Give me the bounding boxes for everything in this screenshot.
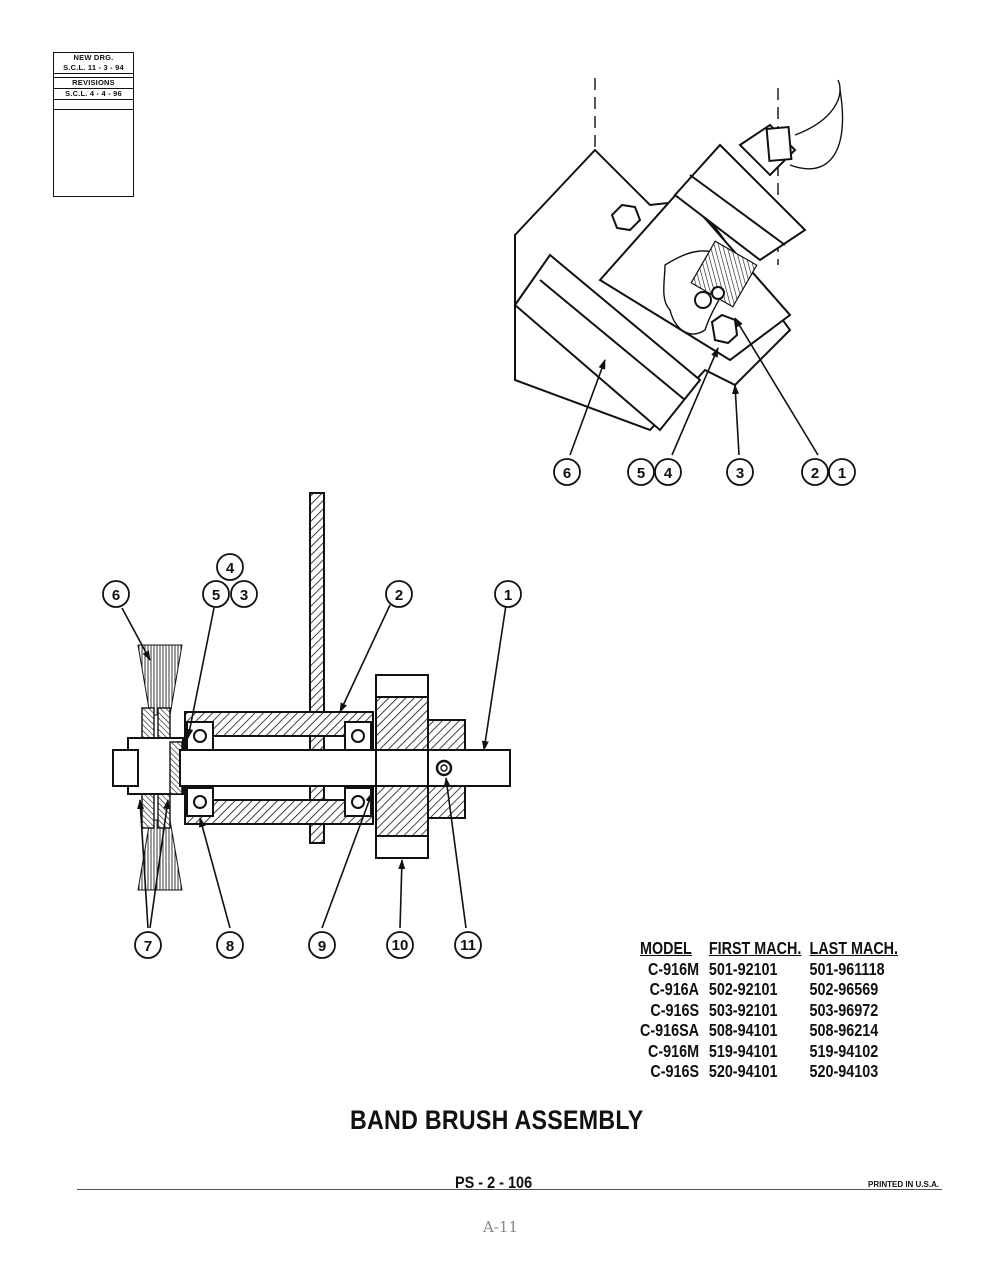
cell-first: 520-94101 <box>708 1061 778 1081</box>
table-row: C-916S 503-92101 503-96972 <box>640 1000 906 1021</box>
cell-first: 519-94101 <box>708 1040 778 1061</box>
page-number: PS - 2 - 106 <box>455 1173 533 1192</box>
cell-last: 519-94102 <box>809 1040 879 1061</box>
cell-last: 508-96214 <box>809 1020 879 1040</box>
cell-first: 501-92101 <box>708 958 778 979</box>
side-callout-9: 9 <box>318 938 326 955</box>
cell-last: 502-96569 <box>809 979 879 999</box>
appendix-page-number: A-11 <box>483 1218 518 1236</box>
side-callout-7: 7 <box>144 938 152 955</box>
cell-first: 502-92101 <box>708 979 778 999</box>
side-view-callouts <box>102 553 522 959</box>
side-callout-5: 5 <box>212 587 220 604</box>
cell-first: 503-92101 <box>708 999 778 1020</box>
table-row: C-916SA 508-94101 508-96214 <box>640 1020 906 1041</box>
footer-divider <box>77 1189 942 1190</box>
side-callout-4: 4 <box>226 560 235 577</box>
top-callout-3: 3 <box>736 465 744 482</box>
side-callout-6: 6 <box>112 587 120 604</box>
printed-in-usa: PRINTED IN U.S.A. <box>868 1180 940 1189</box>
cell-model: C-916S <box>650 1061 700 1081</box>
cell-model: C-916A <box>649 979 700 999</box>
revision-1: S.C.L. 4 - 4 - 96 <box>65 89 122 98</box>
cell-model: C-916S <box>650 999 700 1020</box>
model-table: MODEL FIRST MACH. LAST MACH. C-916M 501-… <box>640 938 898 1082</box>
revisions-label: REVISIONS <box>72 78 115 87</box>
side-callout-3: 3 <box>240 587 248 604</box>
table-row: C-916M 501-92101 501-961118 <box>640 959 906 980</box>
table-row: C-916A 502-92101 502-96569 <box>640 979 906 1000</box>
cell-last: 503-96972 <box>809 999 879 1020</box>
side-callout-2: 2 <box>395 587 403 604</box>
top-view-leaders <box>569 317 819 456</box>
cell-last: 520-94103 <box>809 1061 879 1081</box>
top-callout-5: 5 <box>637 465 645 482</box>
top-view <box>513 78 844 432</box>
cell-model: C-916SA <box>640 1020 700 1040</box>
cell-model: C-916M <box>647 1040 700 1061</box>
cell-last: 501-961118 <box>809 958 885 979</box>
header-model: MODEL <box>640 938 692 958</box>
new-drg-label: NEW DRG. <box>73 53 114 62</box>
model-table-header: MODEL FIRST MACH. LAST MACH. <box>640 938 906 959</box>
revision-block: NEW DRG. S.C.L. 11 - 3 - 94 REVISIONS S.… <box>53 52 134 197</box>
table-row: C-916M 519-94101 519-94102 <box>640 1041 906 1062</box>
top-callout-1: 1 <box>838 465 846 482</box>
side-callout-10: 10 <box>392 937 409 954</box>
header-last-mach: LAST MACH. <box>809 938 899 958</box>
side-callout-8: 8 <box>226 938 234 955</box>
side-callout-11: 11 <box>460 937 476 954</box>
top-callout-2: 2 <box>811 465 819 482</box>
side-view <box>112 492 511 891</box>
cell-first: 508-94101 <box>708 1020 778 1040</box>
side-view-leaders <box>121 604 507 929</box>
top-callout-4: 4 <box>664 465 673 482</box>
top-view-callouts <box>553 458 856 486</box>
new-drg-value: S.C.L. 11 - 3 - 94 <box>63 63 124 72</box>
top-callout-6: 6 <box>563 465 571 482</box>
side-callout-1: 1 <box>504 587 512 604</box>
drawing-title: BAND BRUSH ASSEMBLY <box>350 1105 644 1135</box>
table-row: C-916S 520-94101 520-94103 <box>640 1061 906 1082</box>
header-first-mach: FIRST MACH. <box>708 938 802 958</box>
cell-model: C-916M <box>647 958 700 979</box>
